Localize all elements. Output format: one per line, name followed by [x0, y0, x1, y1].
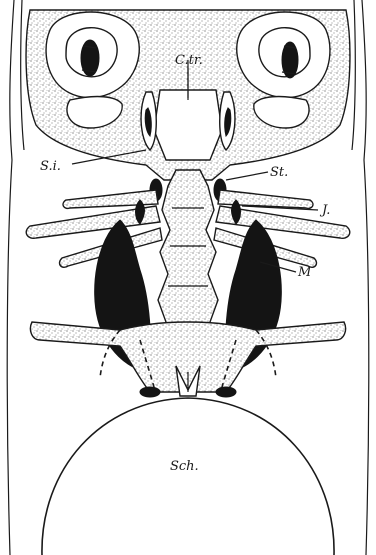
- label-st: St.: [270, 165, 288, 180]
- lower-sac: [42, 398, 334, 555]
- left-pelvic-dark: [140, 387, 160, 397]
- trabecula: [154, 90, 222, 160]
- label-m: M: [297, 265, 312, 280]
- right-pelvic-dark: [216, 387, 236, 397]
- label-s-i: S.i.: [40, 159, 61, 174]
- label-c-tr: C.tr.: [175, 53, 203, 68]
- label-j: J.: [319, 203, 330, 218]
- label-sch: Sch.: [170, 459, 199, 474]
